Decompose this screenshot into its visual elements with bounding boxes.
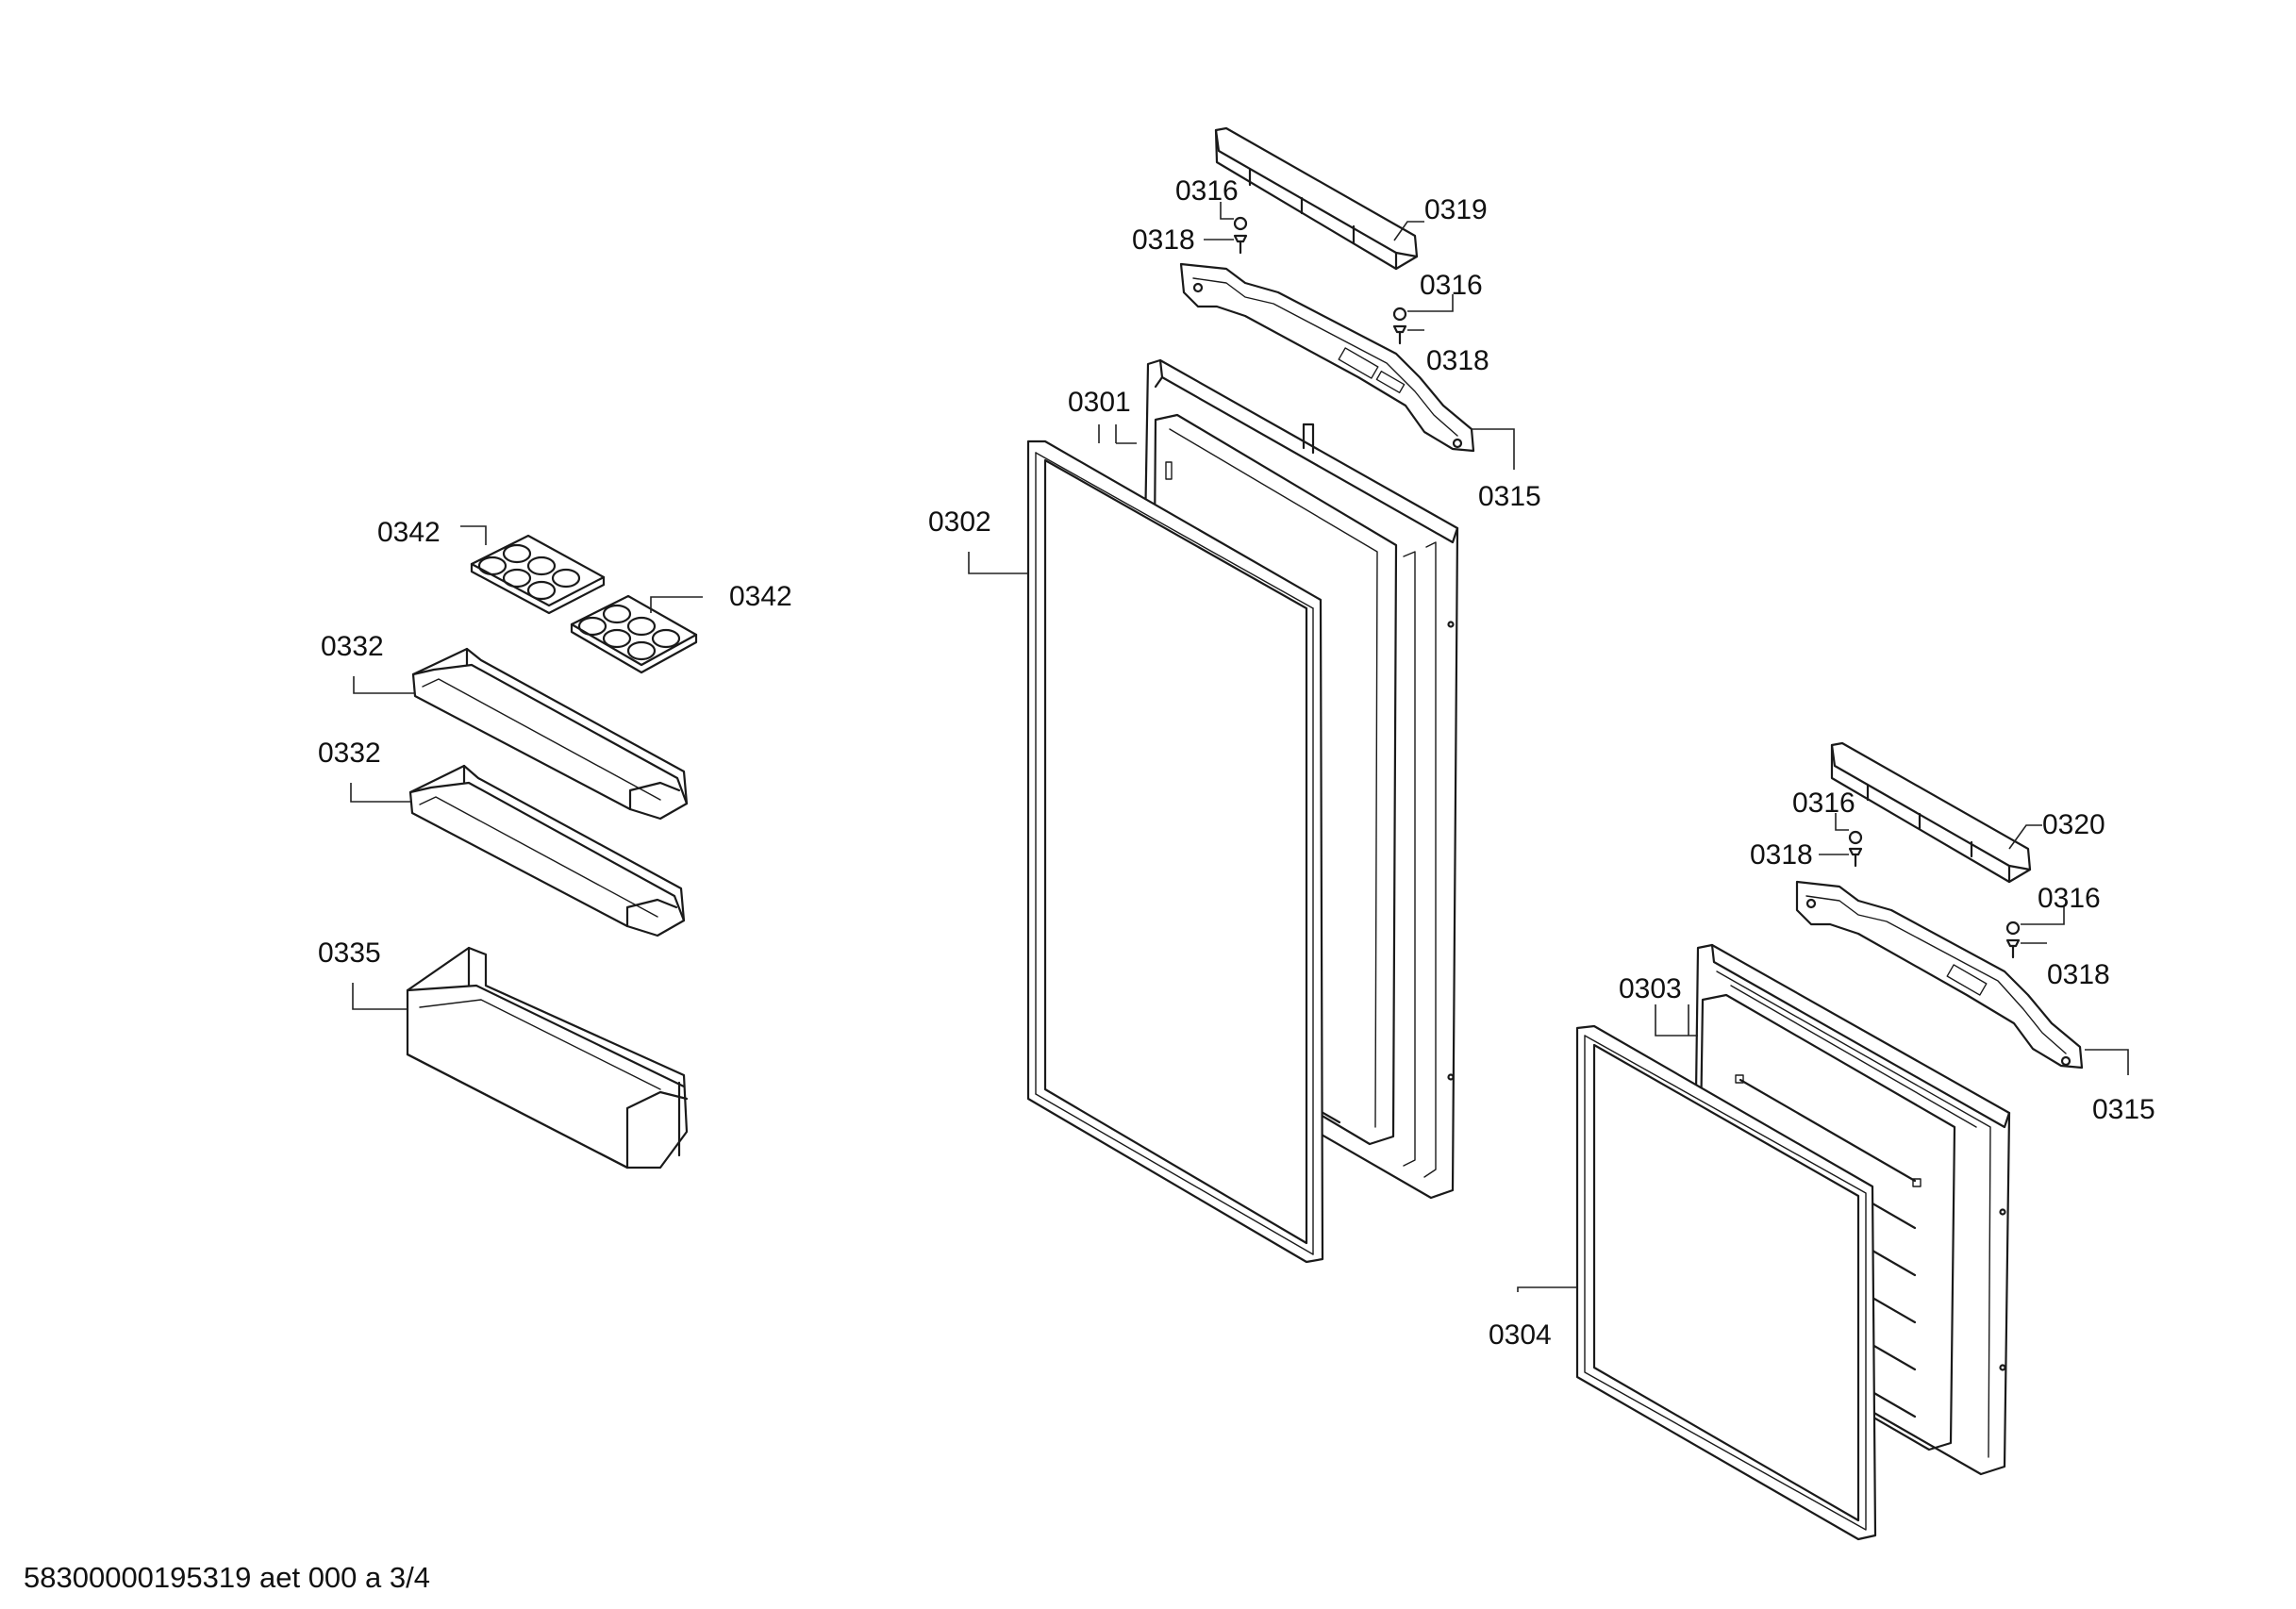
door-shelf-0332-b xyxy=(408,764,686,937)
hinge-cover-0319 xyxy=(1214,126,1419,271)
label-0318: 0318 xyxy=(1426,345,1489,376)
label-0342: 0342 xyxy=(377,517,441,548)
label-0302: 0302 xyxy=(928,506,991,538)
label-0316: 0316 xyxy=(1792,788,1855,819)
label-0318: 0318 xyxy=(1750,839,1813,871)
label-0319: 0319 xyxy=(1424,194,1488,225)
screw-0316-upper-a xyxy=(1233,216,1248,255)
label-0332: 0332 xyxy=(318,738,381,769)
door-bin-0335 xyxy=(406,946,689,1169)
label-0303: 0303 xyxy=(1619,973,1682,1004)
screw-0316-lower-a xyxy=(1848,830,1863,868)
document-id: 58300000195319 aet 000 a 3/4 xyxy=(24,1561,430,1594)
label-0316: 0316 xyxy=(2038,883,2101,914)
label-0301: 0301 xyxy=(1068,387,1131,418)
label-0332: 0332 xyxy=(321,631,384,662)
label-0316: 0316 xyxy=(1175,175,1239,207)
label-0318: 0318 xyxy=(1132,224,1195,256)
egg-tray-0342-a xyxy=(470,534,606,615)
label-0316: 0316 xyxy=(1420,270,1483,301)
screw-0316-lower-b xyxy=(2005,921,2021,959)
label-0320: 0320 xyxy=(2042,809,2105,840)
egg-tray-0342-b xyxy=(570,594,698,674)
part-labels: 0316 0318 0319 0316 0318 0315 0301 0302 … xyxy=(318,175,2155,1351)
door-gasket-0304 xyxy=(1575,1024,1877,1541)
leader-lines xyxy=(350,202,2129,1292)
door-gasket-0302 xyxy=(1026,440,1324,1264)
hinge-bracket-0315-upper xyxy=(1179,262,1475,453)
label-0342: 0342 xyxy=(729,581,792,612)
hinge-bracket-0315-lower xyxy=(1795,880,2084,1070)
label-0315: 0315 xyxy=(1478,481,1541,512)
label-0315: 0315 xyxy=(2092,1094,2155,1125)
screw-0316-upper-b xyxy=(1392,307,1407,345)
hinge-cover-0320 xyxy=(1830,741,2032,884)
label-0304: 0304 xyxy=(1489,1319,1552,1351)
door-shelf-0332-a xyxy=(411,647,689,821)
label-0335: 0335 xyxy=(318,937,381,969)
label-0318: 0318 xyxy=(2047,959,2110,990)
